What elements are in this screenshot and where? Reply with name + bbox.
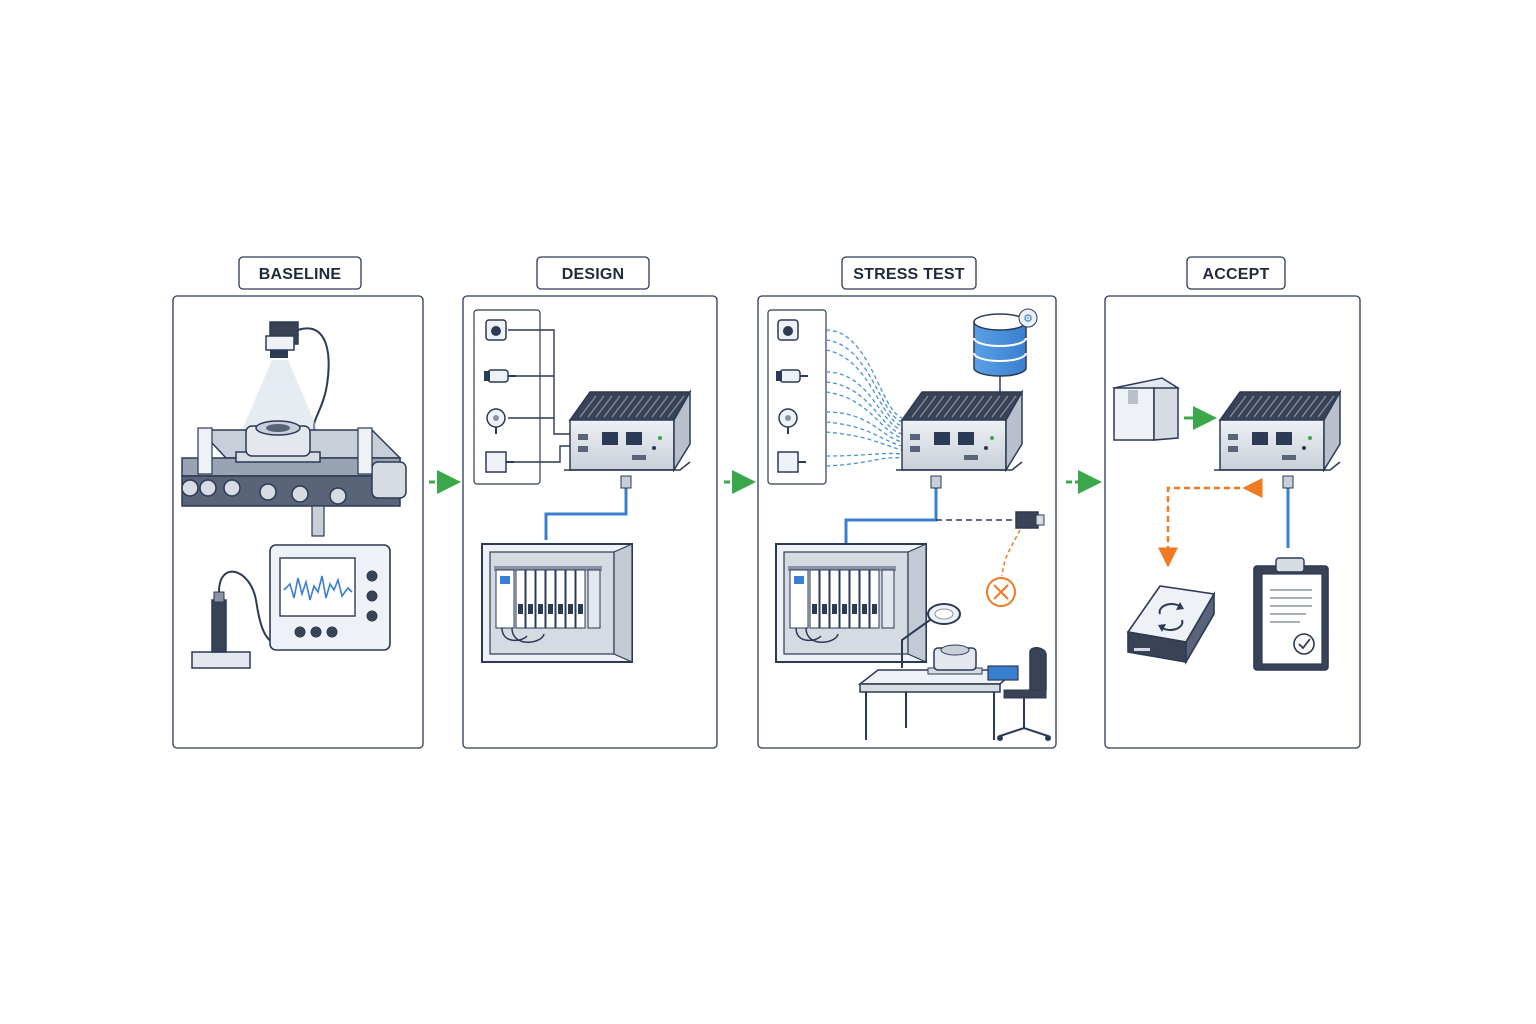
alert-leader	[1001, 529, 1021, 577]
baseline-panel	[172, 295, 424, 749]
sensor-inventory-box	[473, 309, 541, 485]
backup-drive-icon	[1126, 585, 1216, 665]
gateway-cabinet-cable	[544, 478, 628, 540]
inspection-workbench-icon	[857, 603, 1051, 741]
cable-plug	[620, 475, 632, 489]
high-rate-data-streams	[825, 329, 903, 467]
backup-rollback-loop	[1158, 478, 1263, 568]
disconnect-error-icon	[986, 577, 1016, 607]
stage-label-baseline: BASELINE	[238, 256, 362, 290]
sensor-wiring	[508, 329, 570, 463]
database-icon: ⚙	[973, 308, 1038, 394]
svg-text:BASELINE: BASELINE	[259, 266, 342, 283]
edge-gateway-icon	[563, 391, 691, 471]
svg-text:ACCEPT: ACCEPT	[1203, 266, 1270, 283]
sensor-inventory-box-2	[767, 309, 827, 485]
svg-text:STRESS TEST: STRESS TEST	[853, 266, 965, 283]
plc-cabinet-icon	[775, 543, 927, 663]
industrial-camera-icon	[265, 321, 375, 441]
svg-text:⚙: ⚙	[1023, 312, 1033, 325]
stage-label-design: DESIGN	[536, 256, 650, 290]
gateway-cabinet-cable-2	[844, 478, 938, 544]
signed-checklist-icon	[1253, 557, 1329, 671]
network-plug-icon	[1015, 511, 1045, 529]
accept-panel	[1104, 295, 1361, 749]
camera-sensor-icon	[777, 319, 799, 341]
edge-gateway-icon	[895, 391, 1023, 471]
waveform-monitor-icon	[269, 544, 391, 651]
camera-sensor-icon	[485, 319, 507, 341]
stage-label-accept: ACCEPT	[1186, 256, 1286, 290]
edge-gateway-icon	[1213, 391, 1341, 471]
cable-plug	[930, 475, 942, 489]
cable-plug	[1282, 475, 1294, 489]
flanged-part-icon	[235, 420, 321, 463]
package-icon	[1112, 377, 1180, 441]
stage-label-stress-test: STRESS TEST	[841, 256, 977, 290]
camera-light-cone	[242, 360, 318, 430]
plc-cabinet-icon	[481, 543, 633, 663]
svg-text:DESIGN: DESIGN	[562, 266, 625, 283]
